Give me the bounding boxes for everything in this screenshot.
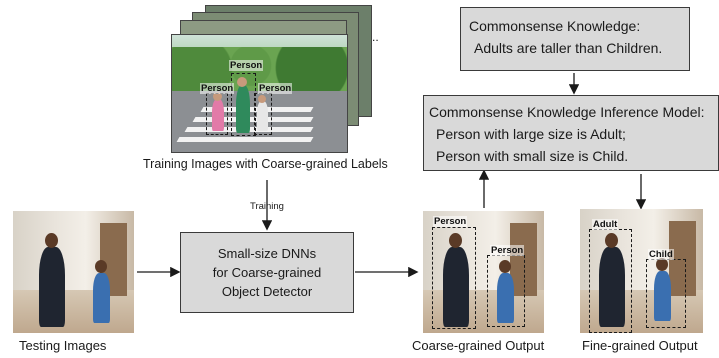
inference-rule-2: Person with small size is Child. [436, 148, 629, 164]
coarse-output-caption: Coarse-grained Output [412, 338, 545, 353]
detector-line-2: for Coarse-grained [212, 265, 322, 280]
inference-rule-1: Person with large size is Adult; [436, 126, 626, 142]
knowledge-title: Commonsense Knowledge: [469, 18, 641, 34]
fine-bbox-child [646, 259, 686, 328]
training-label-person-top: Person [229, 60, 264, 71]
testing-images-caption: Testing Images [19, 338, 107, 353]
testing-image [13, 211, 134, 333]
training-image: Person Person Person [171, 34, 348, 153]
training-bbox-adult [231, 73, 256, 136]
fine-label-adult: Adult [592, 219, 619, 230]
detector-line-3: Object Detector [221, 284, 313, 299]
training-child-left-figure [212, 99, 224, 131]
coarse-bbox-child [487, 255, 525, 327]
training-images-caption: Training Images with Coarse-grained Labe… [143, 157, 388, 171]
coarse-label-person-adult: Person [433, 216, 468, 227]
coarse-detector-box: Small-size DNNs for Coarse-grained Objec… [180, 232, 354, 313]
fine-output-image: Adult Child [580, 209, 703, 333]
coarse-label-person-child: Person [490, 245, 525, 256]
fine-bbox-adult [589, 229, 632, 333]
training-bbox-child-right [254, 93, 272, 135]
training-child-right-figure [257, 101, 268, 131]
coarse-output-image: Person Person [423, 211, 544, 333]
coarse-bbox-adult [432, 227, 476, 329]
knowledge-text: Adults are taller than Children. [474, 40, 663, 56]
fine-label-child: Child [648, 249, 674, 260]
training-bbox-child-left [206, 93, 228, 135]
detector-line-1: Small-size DNNs [217, 246, 317, 261]
fine-output-caption: Fine-grained Output [582, 338, 698, 353]
training-label-person-left: Person [200, 83, 235, 94]
training-label-person-right: Person [258, 83, 293, 94]
inference-title: Commonsense Knowledge Inference Model: [429, 104, 705, 120]
stack-ellipsis: .. [372, 30, 379, 44]
commonsense-knowledge-box: Commonsense Knowledge: Adults are taller… [460, 7, 690, 71]
training-arrow-label: Training [250, 201, 284, 212]
training-adult-figure [236, 85, 250, 133]
inference-model-box: Commonsense Knowledge Inference Model: P… [423, 95, 719, 171]
